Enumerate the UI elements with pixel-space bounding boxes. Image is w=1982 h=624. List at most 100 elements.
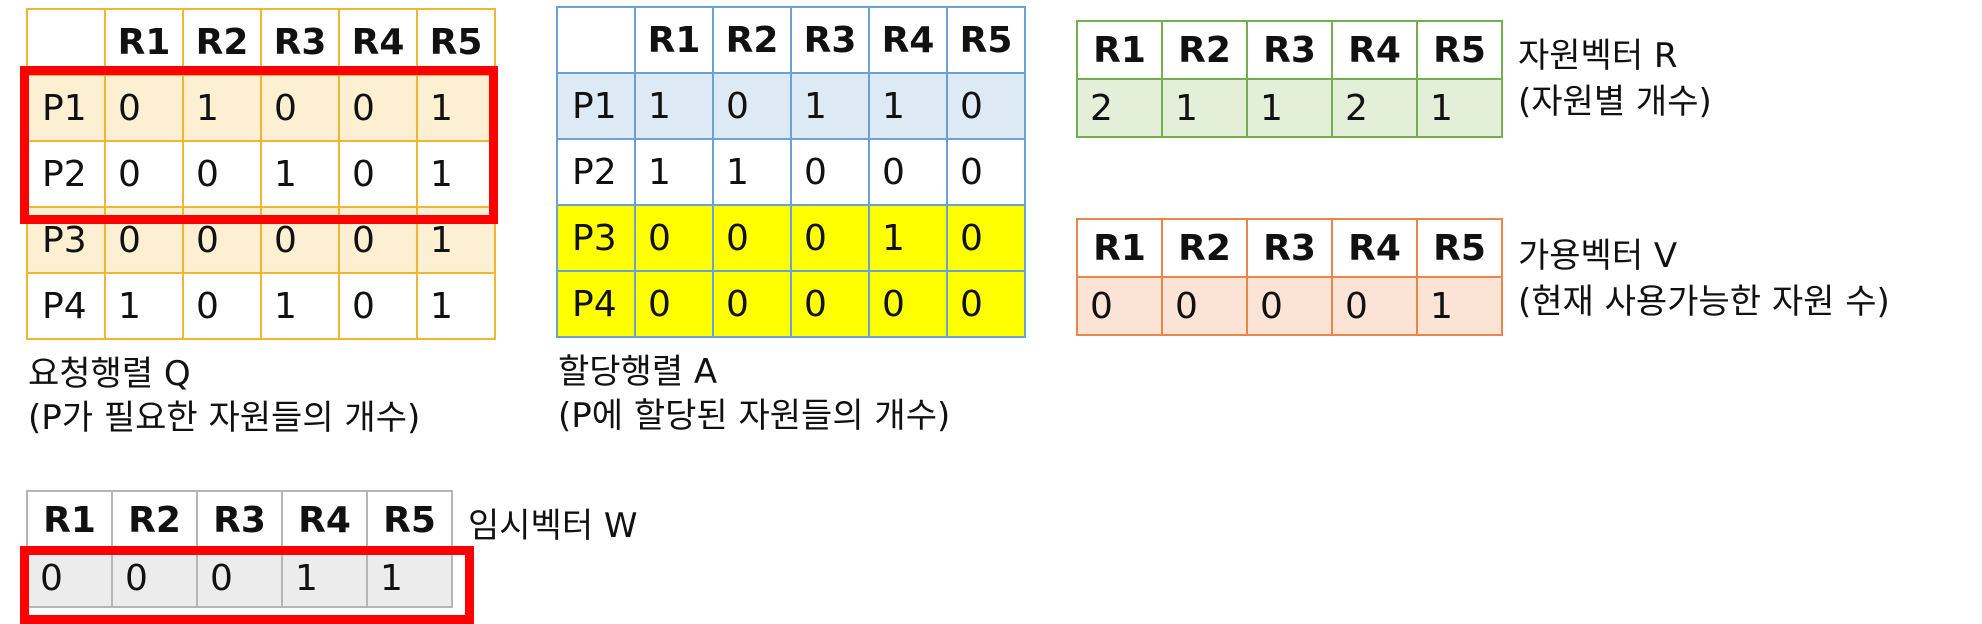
w-highlight-box (20, 546, 474, 624)
q-caption-desc: (P가 필요한 자원들의 개수) (28, 398, 421, 438)
a-cell: 1 (634, 138, 714, 206)
w-cell: 0 (26, 548, 113, 608)
q-cell: 0 (338, 272, 418, 340)
r-header-cell: R4 (1331, 20, 1418, 80)
v-caption-title: 가용벡터 V (1518, 236, 1678, 276)
a-header-row: R1 R2 R3 R4 R5 (556, 6, 1026, 74)
q-cell: 1 (416, 272, 496, 340)
q-cell: 0 (182, 140, 262, 208)
r-cell: 1 (1246, 78, 1333, 138)
w-caption-title: 임시벡터 W (468, 506, 638, 546)
temp-vector-w: R1 R2 R3 R4 R5 0 0 0 1 1 (26, 490, 453, 608)
a-cell: 0 (946, 204, 1026, 272)
v-cell: 0 (1246, 276, 1333, 336)
a-corner-cell (556, 6, 636, 74)
v-header-cell: R4 (1331, 218, 1418, 278)
a-cell: 1 (868, 204, 948, 272)
a-header-cell: R5 (946, 6, 1026, 74)
r-header-cell: R3 (1246, 20, 1333, 80)
q-header-cell: R4 (338, 8, 418, 76)
r-cell: 1 (1161, 78, 1248, 138)
v-header-cell: R3 (1246, 218, 1333, 278)
q-row-label: P1 (26, 74, 106, 142)
r-value-row: 2 1 1 2 1 (1076, 78, 1503, 138)
a-row-label: P1 (556, 72, 636, 140)
a-header-cell: R1 (634, 6, 714, 74)
w-cell: 0 (196, 548, 283, 608)
r-header-cell: R2 (1161, 20, 1248, 80)
a-cell: 0 (712, 72, 792, 140)
q-row-p2: P2 0 0 1 0 1 (26, 140, 496, 208)
q-cell: 0 (338, 74, 418, 142)
v-header-row: R1 R2 R3 R4 R5 (1076, 218, 1503, 278)
v-header-cell: R1 (1076, 218, 1163, 278)
a-cell: 1 (712, 138, 792, 206)
w-header-cell: R3 (196, 490, 283, 550)
q-cell: 0 (182, 272, 262, 340)
q-cell: 0 (260, 74, 340, 142)
available-vector-v: R1 R2 R3 R4 R5 0 0 0 0 1 (1076, 218, 1503, 336)
a-cell: 0 (712, 204, 792, 272)
a-cell: 0 (634, 204, 714, 272)
a-cell: 0 (946, 270, 1026, 338)
w-header-cell: R1 (26, 490, 113, 550)
a-cell: 0 (946, 138, 1026, 206)
a-row-p2: P2 1 1 0 0 0 (556, 138, 1026, 206)
q-cell: 0 (104, 140, 184, 208)
q-cell: 1 (260, 140, 340, 208)
q-cell: 1 (260, 272, 340, 340)
q-cell: 0 (338, 140, 418, 208)
q-row-label: P4 (26, 272, 106, 340)
a-cell: 1 (868, 72, 948, 140)
r-cell: 2 (1076, 78, 1163, 138)
q-header-cell: R5 (416, 8, 496, 76)
a-cell: 0 (790, 204, 870, 272)
v-header-cell: R5 (1416, 218, 1503, 278)
r-cell: 1 (1416, 78, 1503, 138)
v-caption-desc: (현재 사용가능한 자원 수) (1518, 282, 1890, 322)
r-header-row: R1 R2 R3 R4 R5 (1076, 20, 1503, 80)
q-cell: 1 (104, 272, 184, 340)
q-cell: 1 (182, 74, 262, 142)
v-value-row: 0 0 0 0 1 (1076, 276, 1503, 336)
a-cell: 1 (634, 72, 714, 140)
v-cell: 0 (1331, 276, 1418, 336)
allocation-matrix-a: R1 R2 R3 R4 R5 P1 1 0 1 1 0 P2 1 1 0 0 0… (556, 6, 1026, 338)
r-header-cell: R1 (1076, 20, 1163, 80)
a-caption-title: 할당행렬 A (558, 352, 718, 392)
q-caption-title: 요청행렬 Q (28, 354, 191, 394)
w-header-cell: R5 (366, 490, 453, 550)
w-header-cell: R2 (111, 490, 198, 550)
a-row-p1: P1 1 0 1 1 0 (556, 72, 1026, 140)
a-row-p3: P3 0 0 0 1 0 (556, 204, 1026, 272)
q-header-cell: R3 (260, 8, 340, 76)
a-cell: 0 (868, 138, 948, 206)
w-cell: 0 (111, 548, 198, 608)
v-header-cell: R2 (1161, 218, 1248, 278)
v-cell: 0 (1161, 276, 1248, 336)
q-row-label: P2 (26, 140, 106, 208)
v-cell: 0 (1076, 276, 1163, 336)
q-cell: 1 (416, 140, 496, 208)
r-header-cell: R5 (1416, 20, 1503, 80)
a-header-cell: R4 (868, 6, 948, 74)
v-cell: 1 (1416, 276, 1503, 336)
w-header-row: R1 R2 R3 R4 R5 (26, 490, 453, 550)
a-row-label: P2 (556, 138, 636, 206)
q-row-p1: P1 0 1 0 0 1 (26, 74, 496, 142)
q-highlight-box (20, 66, 498, 224)
a-cell: 0 (790, 138, 870, 206)
q-cell: 0 (104, 74, 184, 142)
a-header-cell: R3 (790, 6, 870, 74)
a-cell: 0 (634, 270, 714, 338)
q-row-p4: P4 1 0 1 0 1 (26, 272, 496, 340)
a-header-cell: R2 (712, 6, 792, 74)
a-cell: 0 (790, 270, 870, 338)
w-cell: 1 (366, 548, 453, 608)
r-caption-title: 자원벡터 R (1518, 36, 1678, 76)
w-header-cell: R4 (281, 490, 368, 550)
r-caption-desc: (자원별 개수) (1518, 82, 1712, 122)
r-cell: 2 (1331, 78, 1418, 138)
a-cell: 0 (946, 72, 1026, 140)
resource-vector-r: R1 R2 R3 R4 R5 2 1 1 2 1 (1076, 20, 1503, 138)
